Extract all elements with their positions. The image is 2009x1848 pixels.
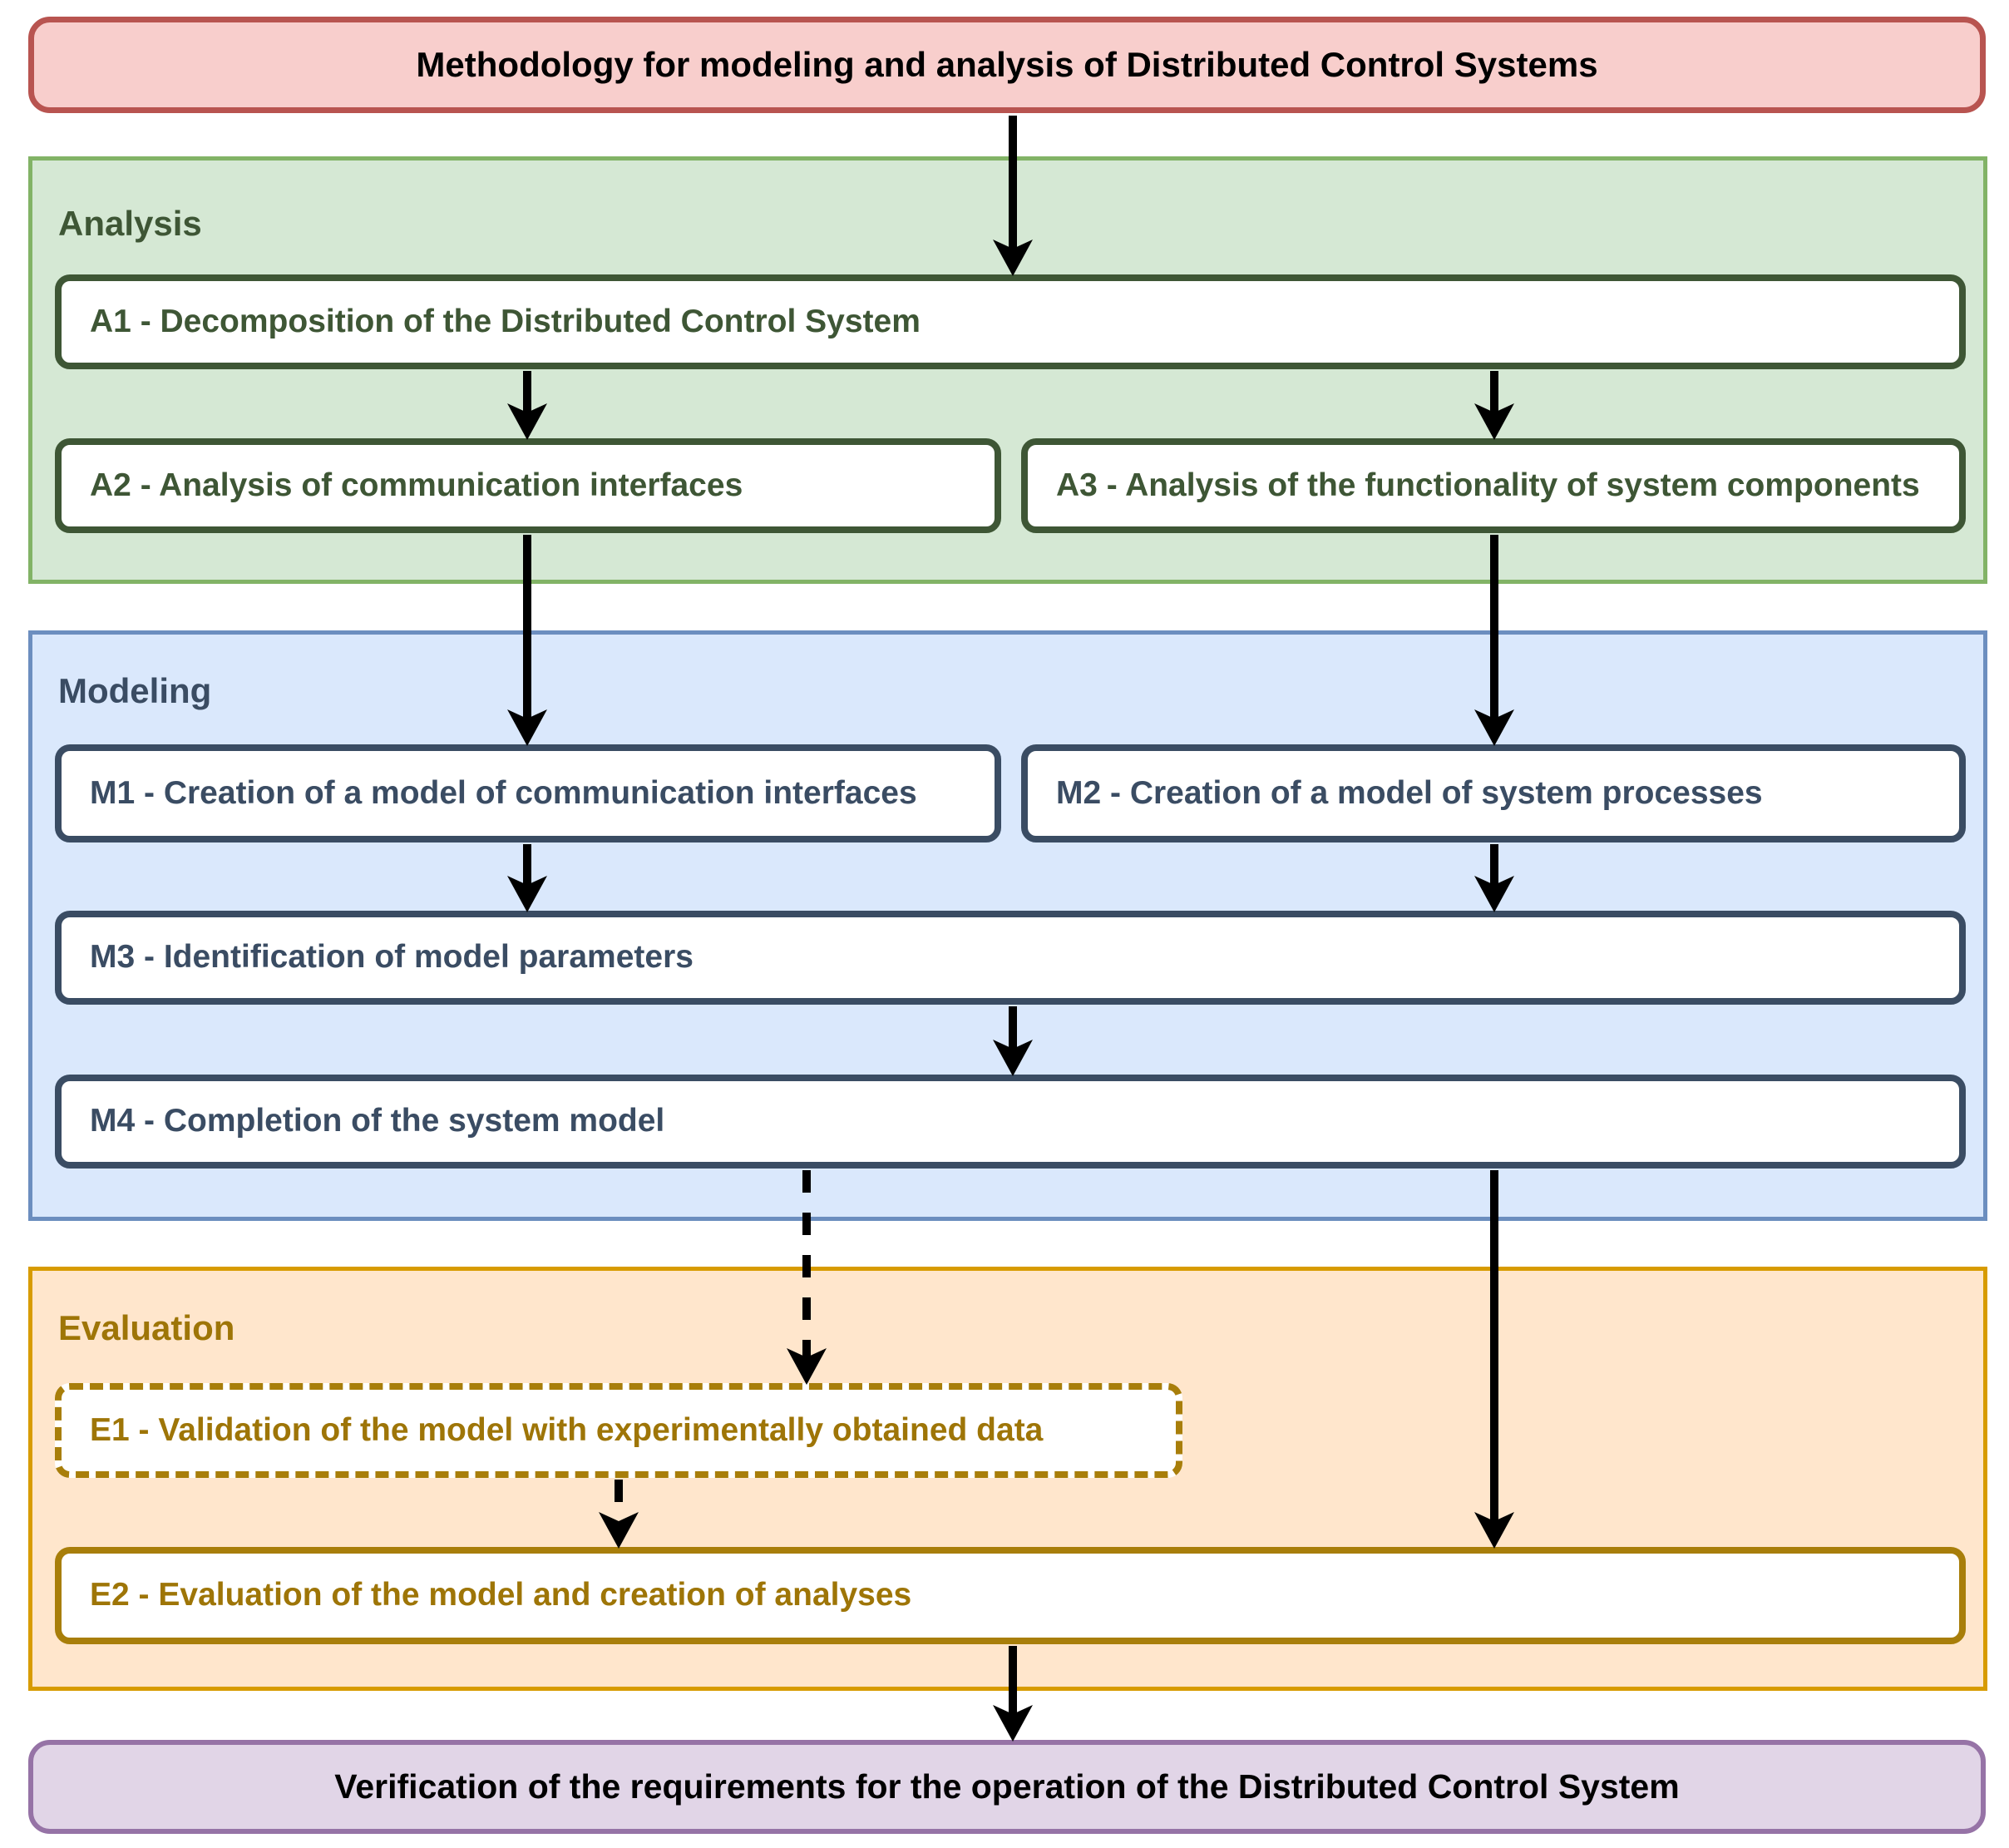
step-e2-evaluation: E2 - Evaluation of the model and creatio… bbox=[55, 1547, 1966, 1644]
modeling-section-label: Modeling bbox=[58, 671, 212, 710]
step-m1-communication-model: M1 - Creation of a model of communicatio… bbox=[55, 744, 1001, 842]
step-m4-model-completion: M4 - Completion of the system model bbox=[55, 1075, 1966, 1169]
analysis-section-label: Analysis bbox=[58, 204, 202, 243]
verification-result-box: Verification of the requirements for the… bbox=[28, 1740, 1986, 1834]
step-a3-functionality-analysis: A3 - Analysis of the functionality of sy… bbox=[1021, 438, 1966, 533]
step-m2-process-model: M2 - Creation of a model of system proce… bbox=[1021, 744, 1966, 842]
step-a1-decomposition: A1 - Decomposition of the Distributed Co… bbox=[55, 274, 1966, 369]
step-a2-communication-interfaces: A2 - Analysis of communication interface… bbox=[55, 438, 1001, 533]
step-e1-validation: E1 - Validation of the model with experi… bbox=[55, 1383, 1182, 1478]
evaluation-section-label: Evaluation bbox=[58, 1308, 235, 1347]
methodology-title-box: Methodology for modeling and analysis of… bbox=[28, 17, 1986, 113]
step-m3-parameter-identification: M3 - Identification of model parameters bbox=[55, 911, 1966, 1005]
